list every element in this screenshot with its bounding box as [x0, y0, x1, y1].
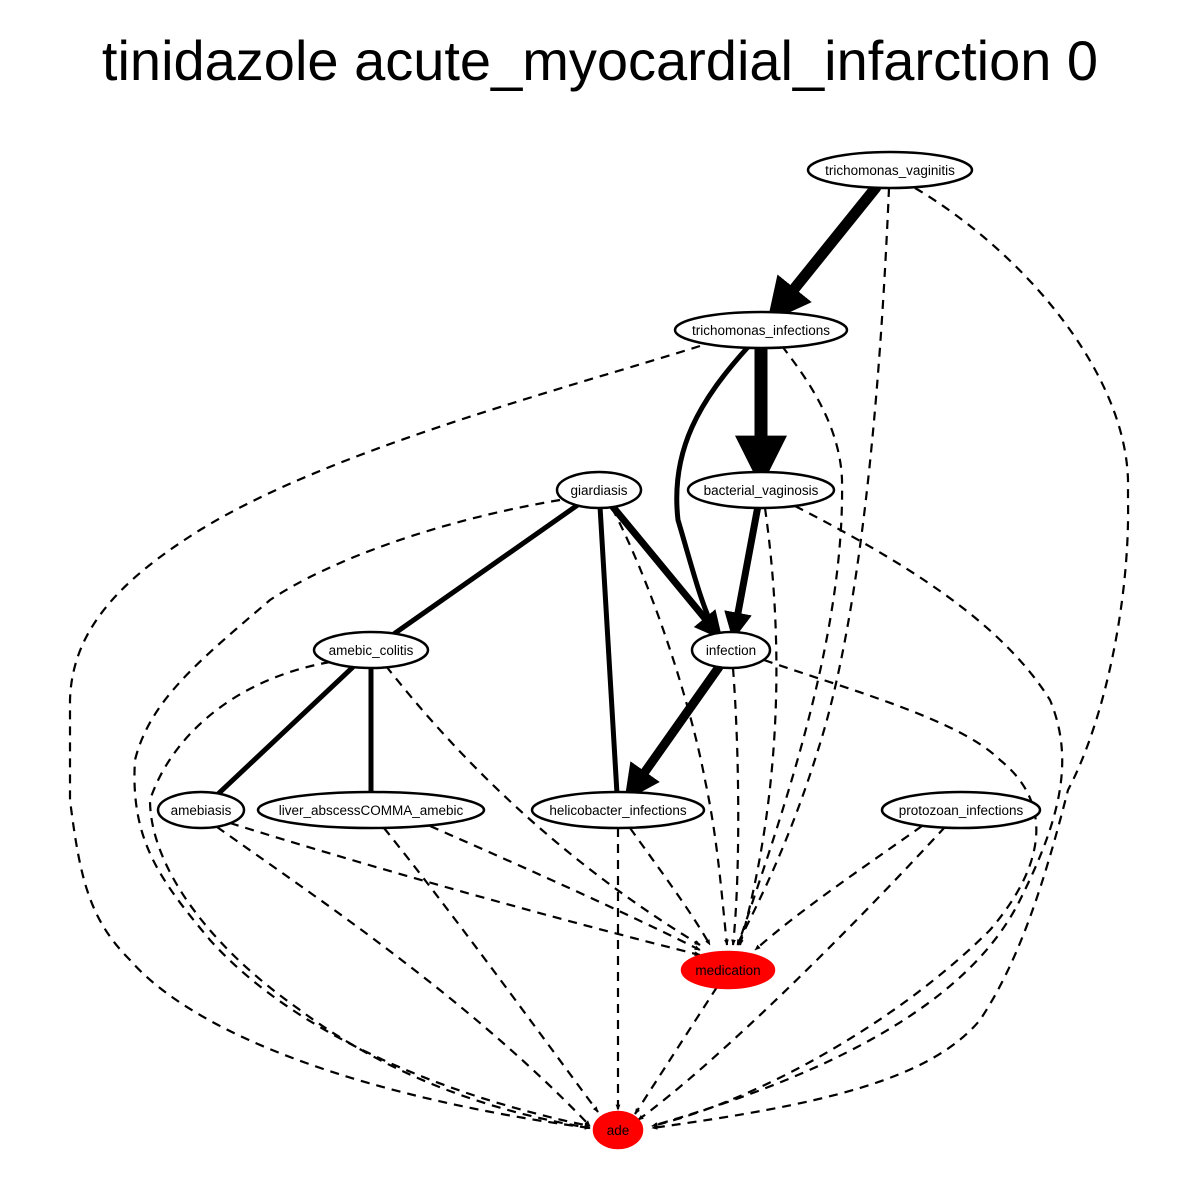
node-shape — [880, 790, 1042, 830]
edge-giardiasis-to-infection — [609, 503, 723, 640]
node-shape — [592, 1110, 644, 1150]
edge-trichomonas_vaginitis-to-medication — [736, 187, 891, 946]
node-label: amebiasis — [171, 803, 232, 818]
edge-liver_abscess-to-ade — [383, 827, 599, 1113]
edge-giardiasis-to-amebic_colitis — [391, 502, 580, 637]
node-shape — [673, 310, 849, 350]
edge-bacterial_vaginosis-to-infection — [724, 504, 762, 641]
node-shape — [680, 950, 776, 990]
edge-liver_abscess-to-medication — [429, 824, 701, 951]
node-amebiasis: amebiasis — [156, 790, 246, 830]
node-liver_abscess: liver_abscessCOMMA_amebic — [256, 790, 486, 830]
node-label: amebic_colitis — [329, 643, 414, 658]
edge-bacterial_vaginosis-to-ade — [651, 505, 1064, 1128]
nodes-layer: trichomonas_vaginitis trichomonas_infecti… — [156, 150, 1042, 1150]
node-shape — [690, 630, 772, 670]
node-amebic_colitis: amebic_colitis — [312, 630, 430, 670]
node-ade: ade — [592, 1110, 644, 1150]
edge-trichomonas_infections-to-infection — [674, 344, 751, 628]
node-label: liver_abscessCOMMA_amebic — [279, 803, 464, 818]
edges-layer — [68, 182, 1130, 1130]
node-giardiasis: giardiasis — [555, 470, 643, 510]
edge-trichomonas_infections-to-ade — [68, 344, 701, 1130]
node-label: trichomonas_vaginitis — [825, 163, 955, 178]
node-infection: infection — [690, 630, 772, 670]
node-protozoan_infections: protozoan_infections — [880, 790, 1042, 830]
edge-infection-to-ade — [651, 658, 1038, 1128]
node-shape — [156, 790, 246, 830]
node-shape — [806, 150, 974, 190]
edge-trichomonas_infections-to-medication — [736, 345, 844, 946]
edge-helicobacter_infections-to-medication — [629, 827, 711, 946]
node-label: trichomonas_infections — [692, 323, 830, 338]
node-bacterial_vaginosis: bacterial_vaginosis — [686, 470, 836, 510]
node-label: infection — [706, 643, 756, 658]
node-helicobacter_infections: helicobacter_infections — [530, 790, 706, 830]
node-label: giardiasis — [570, 483, 627, 498]
node-shape — [256, 790, 486, 830]
node-label: bacterial_vaginosis — [704, 483, 819, 498]
node-label: medication — [695, 963, 760, 978]
edge-amebiasis-to-medication — [229, 821, 701, 957]
node-shape — [555, 470, 643, 510]
node-label: protozoan_infections — [899, 803, 1024, 818]
edge-protozoan_infections-to-medication — [754, 825, 923, 951]
edge-protozoan_infections-to-ade — [637, 826, 946, 1121]
node-medication: medication — [680, 950, 776, 990]
node-shape — [312, 630, 430, 670]
diagram-title: tinidazole acute_myocardial_infarction 0 — [101, 29, 1099, 92]
node-label: helicobacter_infections — [549, 803, 687, 818]
node-label: ade — [607, 1123, 630, 1138]
node-trichomonas_vaginitis: trichomonas_vaginitis — [806, 150, 974, 190]
edge-trichomonas_vaginitis-to-trichomonas_infections — [767, 182, 882, 323]
edge-amebic_colitis-to-amebiasis — [216, 664, 356, 797]
node-trichomonas_infections: trichomonas_infections — [673, 310, 849, 350]
edge-giardiasis-to-ade — [133, 498, 591, 1128]
edge-infection-to-helicobacter_infections — [624, 662, 724, 802]
node-shape — [686, 470, 836, 510]
edge-amebiasis-to-ade — [216, 826, 591, 1127]
edge-infection-to-medication — [731, 667, 740, 946]
edge-giardiasis-to-helicobacter_infections — [597, 505, 620, 795]
edge-amebic_colitis-to-medication — [385, 665, 701, 946]
node-shape — [530, 790, 706, 830]
edge-trichomonas_vaginitis-to-ade — [651, 187, 1130, 1130]
edge-medication-to-ade — [634, 986, 718, 1115]
